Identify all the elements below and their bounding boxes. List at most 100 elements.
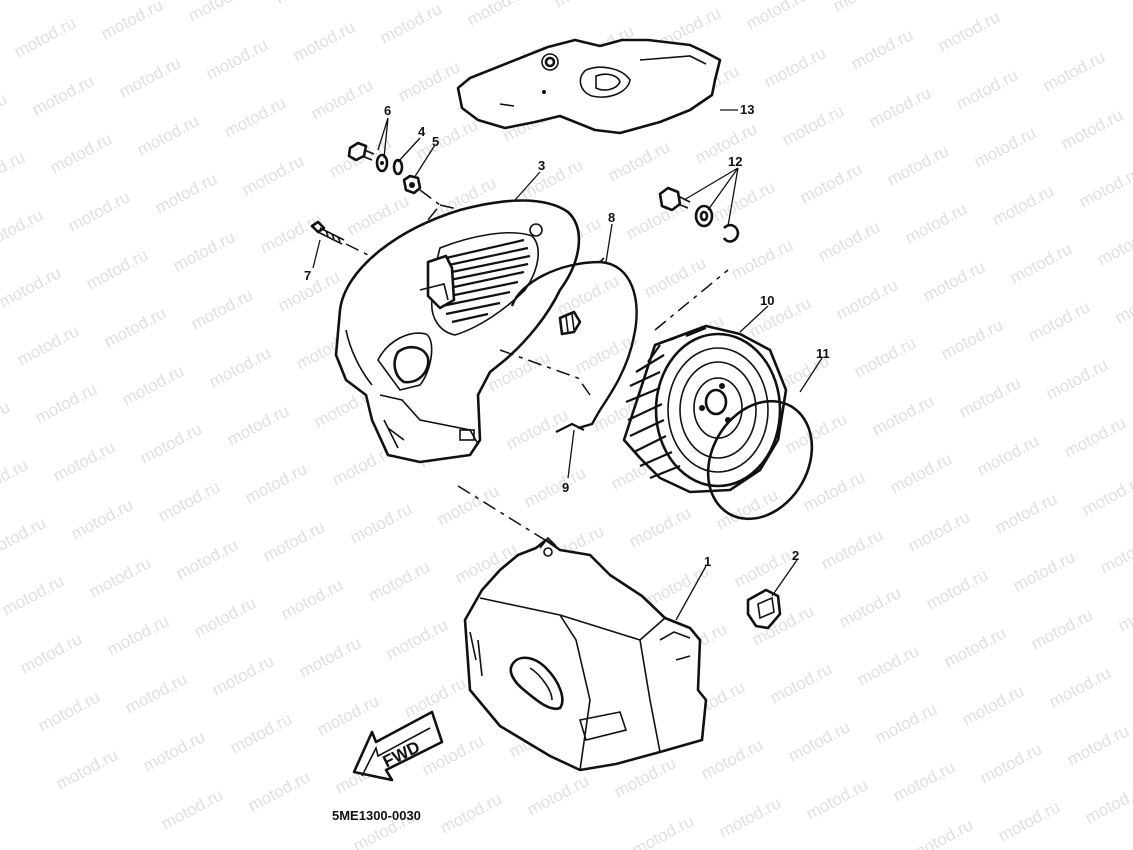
part-7-screw [310,220,345,245]
watermark-text: motod.ru [818,525,886,573]
part-4-washer [392,158,404,176]
watermark-text: motod.ru [119,361,187,409]
watermark-text: motod.ru [209,651,277,699]
watermark-text: motod.ru [836,583,904,631]
watermark-text: motod.ru [257,209,325,257]
watermark-text: motod.ru [158,785,226,833]
watermark-text: motod.ru [626,503,694,551]
watermark-text: motod.ru [308,75,376,123]
watermark-text: motod.ru [116,53,184,101]
watermark-text: motod.ru [629,811,697,850]
fan-fins [625,326,707,480]
watermark-text: motod.ru [245,767,313,815]
watermark-text: motod.ru [1112,279,1133,327]
leader-lines [312,109,823,621]
watermark-text: motod.ru [1094,221,1133,269]
watermark-text: motod.ru [347,499,415,547]
watermark-text: motod.ru [464,0,532,30]
watermark-text: motod.ru [98,0,166,44]
watermark-text: motod.ru [395,57,463,105]
watermark-text: motod.ru [272,0,340,8]
watermark-text: motod.ru [140,727,208,775]
watermark-text: motod.ru [803,775,871,823]
diagram-code: 5ME1300-0030 [332,808,421,823]
watermark-text: motod.ru [785,717,853,765]
watermark-text: motod.ru [32,379,100,427]
watermark-text: motod.ru [0,513,49,561]
callout-10: 10 [760,293,774,308]
callout-6: 6 [384,103,391,118]
watermark-text: motod.ru [185,0,253,26]
watermark-text: motod.ru [521,463,589,511]
watermark-text: motod.ru [1046,663,1114,711]
watermark-text: motod.ru [977,739,1045,787]
cover-grille [439,238,531,324]
watermark-text: motod.ru [605,137,673,185]
watermark-text: motod.ru [518,155,586,203]
callout-13: 13 [740,102,754,117]
watermark-text: motod.ru [0,571,67,619]
watermark-text: motod.ru [1097,529,1133,577]
watermark-text: motod.ru [830,0,898,16]
watermark-text: motod.ru [761,43,829,91]
callout-7: 7 [304,268,311,283]
watermark-text: motod.ru [0,147,28,195]
watermark-text: motod.ru [206,343,274,391]
watermark-text: motod.ru [170,227,238,275]
watermark-text: motod.ru [0,89,10,137]
watermark-text: motod.ru [344,191,412,239]
watermark-text: motod.ru [923,565,991,613]
watermark-text: motod.ru [908,815,976,850]
watermark-text: motod.ru [188,285,256,333]
part-1-lower-housing [463,536,708,772]
part-10-cooling-fan [622,324,788,494]
watermark-text: motod.ru [137,419,205,467]
part-6-bolt-and-spring [347,141,389,173]
watermark-text: motod.ru [401,673,469,721]
watermark-text: motod.ru [17,629,85,677]
watermark-text: motod.ru [290,17,358,65]
part-11-o-ring [706,399,814,521]
watermark-text: motod.ru [782,409,850,457]
watermark-text: motod.ru [122,669,190,717]
watermark-text: motod.ru [104,611,172,659]
watermark-text: motod.ru [14,321,82,369]
watermark-text: motod.ru [0,0,61,4]
watermark-text: motod.ru [1007,239,1075,287]
watermark-text: motod.ru [0,205,46,253]
part-8-wire-ring [510,257,638,430]
watermark-text: motod.ru [0,455,31,503]
watermark-text: motod.ru [365,557,433,605]
callout-2: 2 [792,548,799,563]
watermark-text: motod.ru [992,489,1060,537]
watermark-text: motod.ru [884,141,952,189]
watermark-text: motod.ru [854,641,922,689]
watermark-text: motod.ru [641,253,709,301]
assembly-line-center [499,349,591,396]
watermark-text: motod.ru [413,115,481,163]
watermark-text: motod.ru [0,397,13,445]
watermark-text: motod.ru [872,699,940,747]
watermark-text: motod.ru [1010,547,1078,595]
watermark-text: motod.ru [971,123,1039,171]
watermark-text: motod.ru [1028,605,1096,653]
part-3-fan-cover [334,199,582,464]
watermark-text: motod.ru [698,735,766,783]
watermark-text: motod.ru [134,111,202,159]
callout-3: 3 [538,158,545,173]
watermark-text: motod.ru [797,159,865,207]
watermark-text: motod.ru [953,65,1021,113]
watermark-text: motod.ru [869,391,937,439]
watermark-text: motod.ru [866,83,934,131]
watermark-text: motod.ru [779,101,847,149]
watermark-text: motod.ru [644,561,712,609]
watermark-text: motod.ru [731,543,799,591]
watermark-text: motod.ru [1064,721,1132,769]
watermark-text: motod.ru [710,177,778,225]
watermark-text: motod.ru [1115,587,1133,635]
watermark-text: motod.ru [53,745,121,793]
watermark-text: motod.ru [1025,297,1093,345]
watermark-text: motod.ru [959,681,1027,729]
watermark-text: motod.ru [191,593,259,641]
watermark-text: motod.ru [989,181,1057,229]
